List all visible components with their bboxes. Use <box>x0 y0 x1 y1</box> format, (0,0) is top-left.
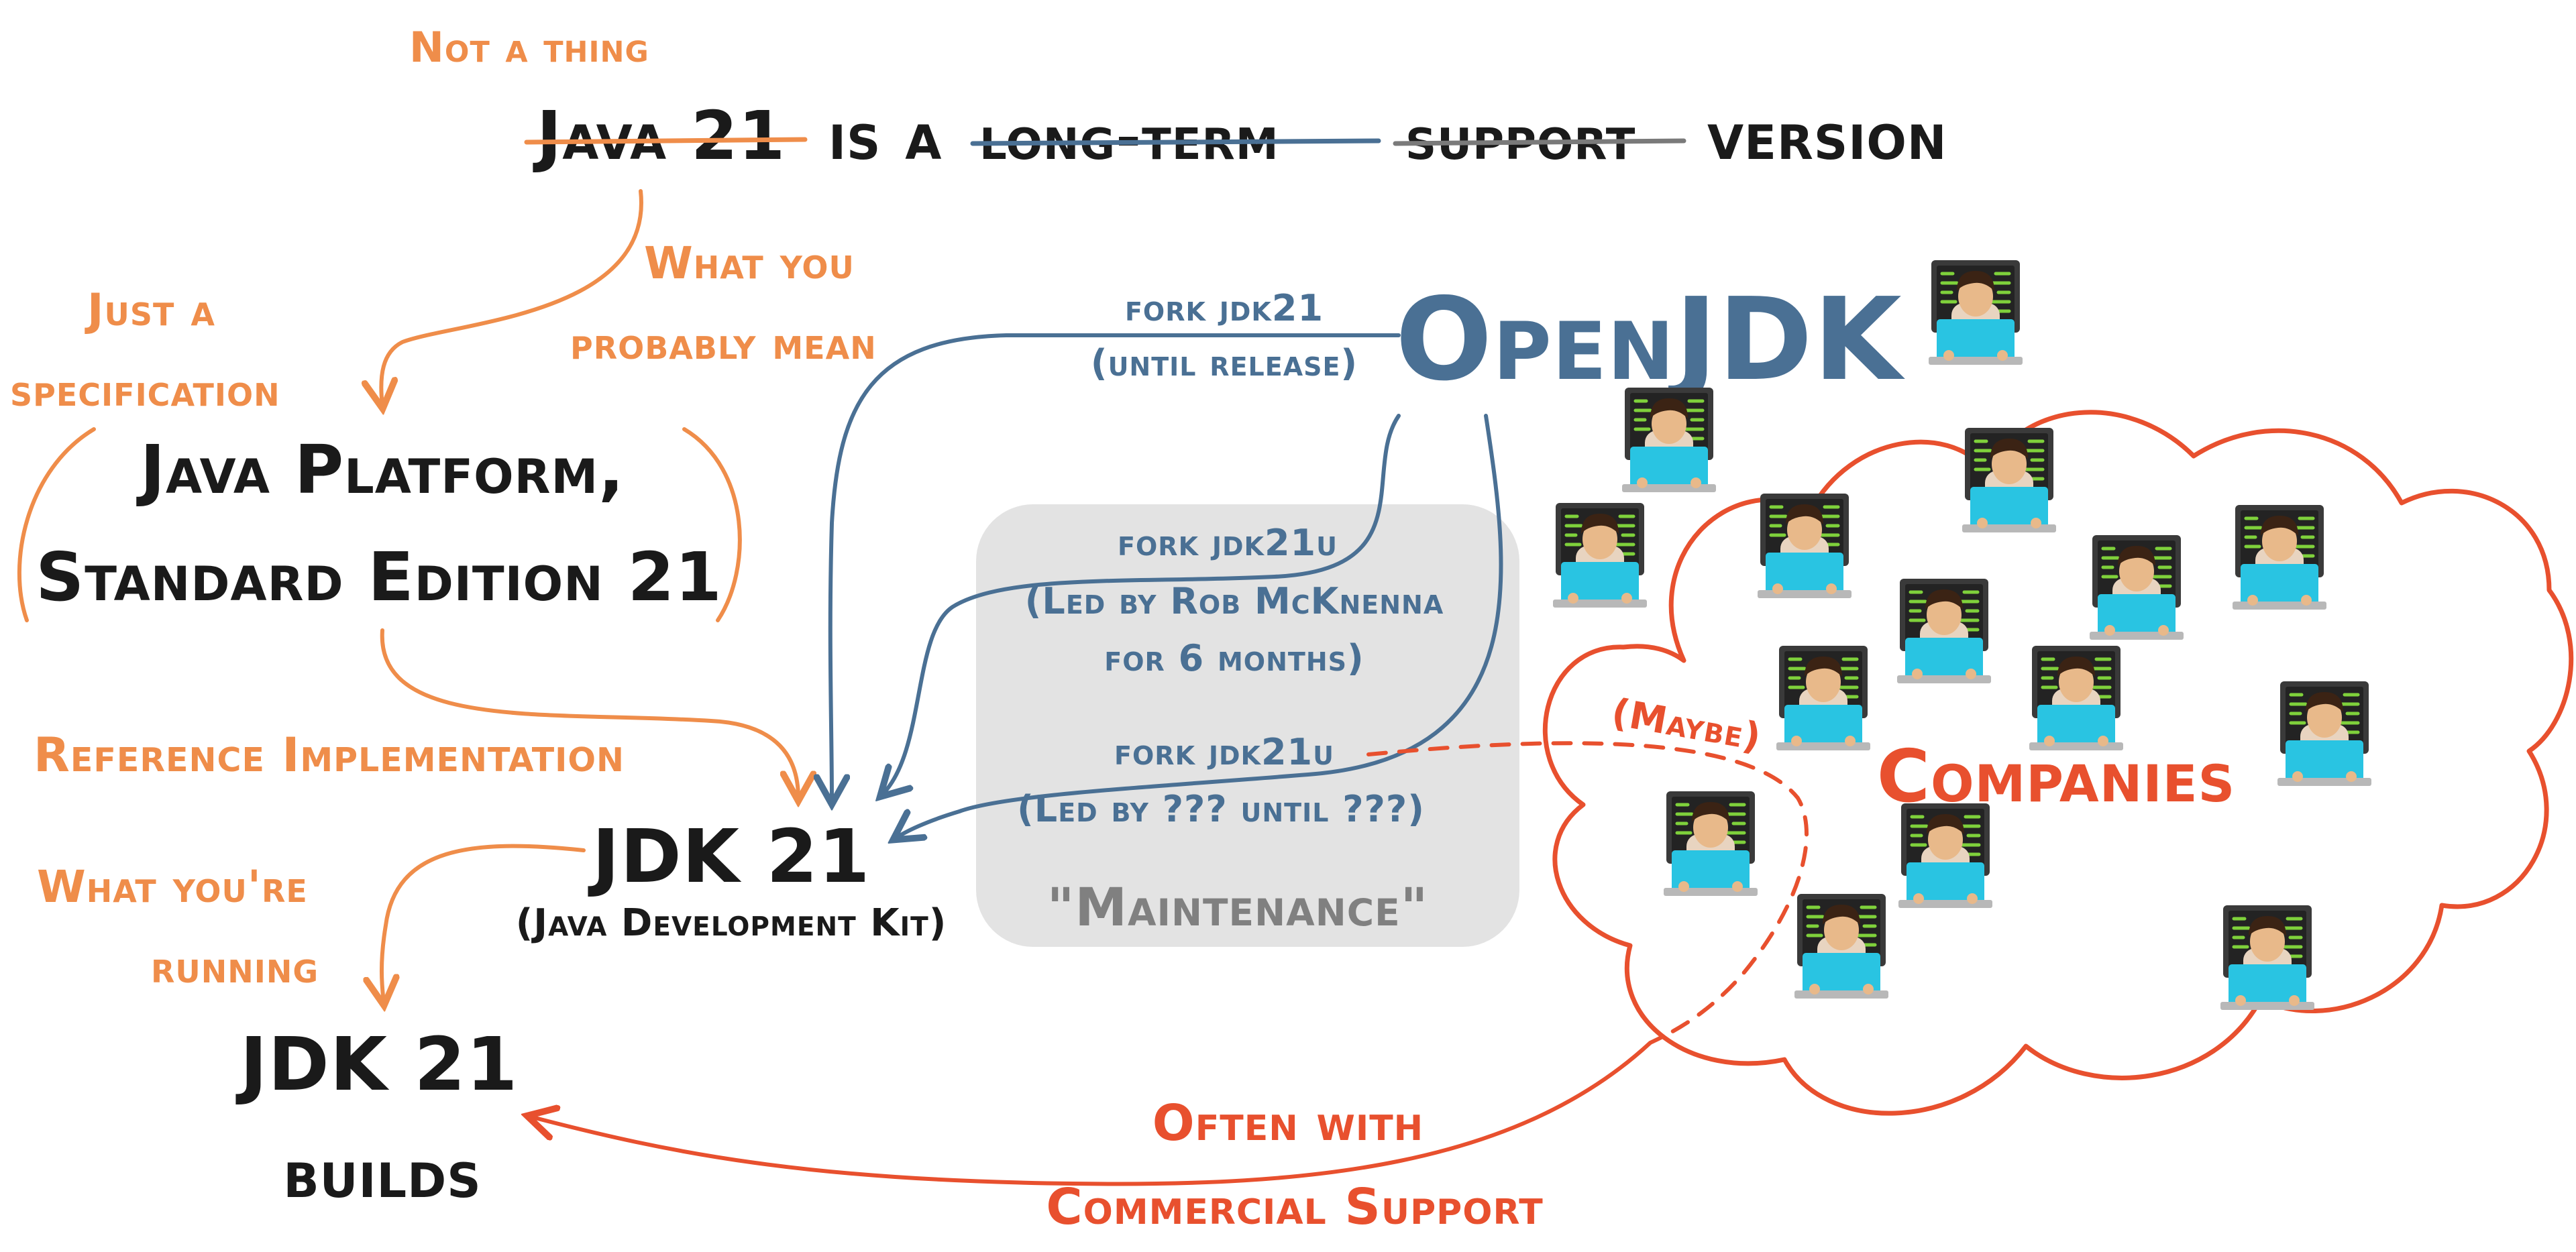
fork3-line2: (Led by ??? until ???) <box>1017 788 1425 830</box>
technologist-icon <box>1898 803 1992 908</box>
title-is-a: is a <box>828 97 942 175</box>
technologist-icon <box>1758 494 1851 598</box>
jdk21-subtitle: (Java Development Kit) <box>516 901 947 945</box>
technologist-icon <box>2029 646 2123 750</box>
fork1-line1: fork jdk21 <box>1125 287 1324 329</box>
arrow-companies-to-builds <box>530 1041 1652 1186</box>
arrow-platform-to-jdk21 <box>380 628 798 798</box>
dashed-maybe-line <box>1366 741 1809 1045</box>
technologist-icon <box>1962 428 2056 532</box>
platform-paren-right <box>682 427 742 622</box>
arrow-title-to-platform <box>381 189 643 406</box>
technologist-icon <box>1776 646 1870 750</box>
technologist-icon <box>1897 579 1991 683</box>
running-line1: What you're <box>37 861 308 913</box>
jdk21-title: JDK 21 <box>588 813 871 899</box>
title-version: version <box>1707 97 1947 175</box>
title-support: support <box>1405 102 1635 174</box>
technologist-icon <box>1929 260 2023 365</box>
platform-line1: Java Platform, <box>136 431 625 509</box>
strike-long-term <box>970 138 1381 146</box>
arrow-jdk21-to-builds <box>382 844 586 1003</box>
technologist-icon <box>1622 388 1716 492</box>
fork2-line3: for 6 months) <box>1104 637 1364 679</box>
running-line2: running <box>151 942 319 993</box>
what-you-mean-line1: What you <box>644 237 855 289</box>
technologist-icon <box>2220 905 2314 1010</box>
title-long-term: long-term <box>979 102 1279 174</box>
technologist-icon <box>1553 503 1647 608</box>
fork3-line1: fork jdk21u <box>1114 731 1334 773</box>
technologist-icon <box>1794 894 1888 999</box>
technologist-icon <box>2090 535 2184 640</box>
builds-line2: builds <box>283 1135 481 1213</box>
arrow-openjdk-fork-jdk21 <box>830 333 1401 801</box>
title-java21: Java 21 <box>533 97 786 175</box>
often-with-line2: Commercial Support <box>1046 1178 1543 1236</box>
platform-line2: Standard Edition 21 <box>36 538 722 616</box>
strike-support <box>1393 138 1686 146</box>
openjdk-title: OpenJDK <box>1395 274 1905 406</box>
maintenance-label: "Maintenance" <box>1047 878 1429 938</box>
fork1-line2: (until release) <box>1091 342 1358 384</box>
what-you-mean-line2: probably mean <box>570 318 877 369</box>
not-a-thing-label: Not a thing <box>409 23 649 72</box>
fork2-line2: (Led by Rob McKnenna <box>1025 580 1444 622</box>
arrow-openjdk-fork-jdk21u-rob <box>882 414 1401 795</box>
technologist-icon <box>1664 791 1758 896</box>
builds-line1: JDK 21 <box>235 1021 519 1107</box>
technologist-icon <box>2277 681 2371 786</box>
platform-paren-left <box>17 427 96 622</box>
reference-implementation-label: Reference Implementation <box>34 728 625 783</box>
often-with-line1: Often with <box>1152 1094 1424 1152</box>
maintenance-box <box>976 504 1519 947</box>
strike-java21 <box>524 137 808 145</box>
just-a-line1: Just a <box>85 284 215 336</box>
arrow-openjdk-fork-jdk21u-unknown <box>896 414 1503 838</box>
just-a-line2: specification <box>10 365 280 416</box>
technologist-icon <box>2233 505 2326 610</box>
fork2-line1: fork jdk21u <box>1118 522 1338 564</box>
